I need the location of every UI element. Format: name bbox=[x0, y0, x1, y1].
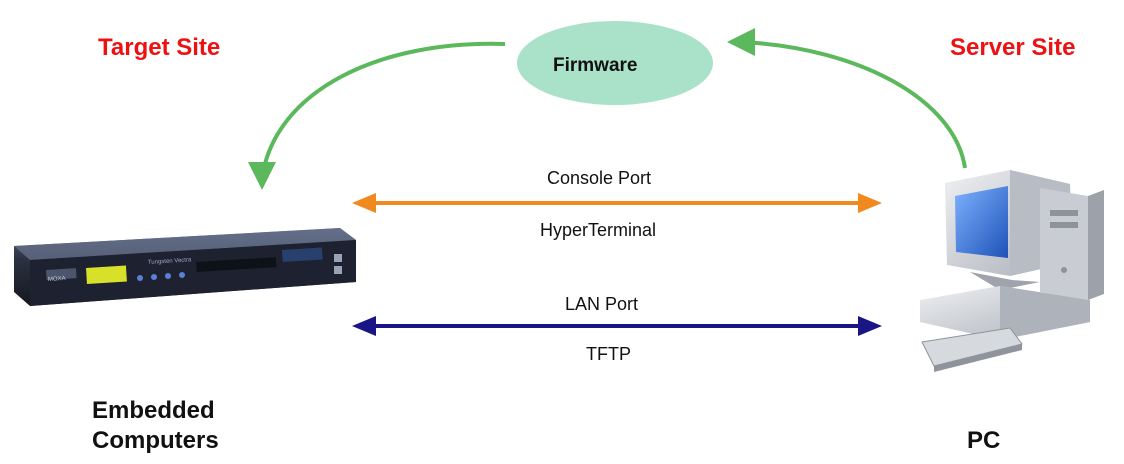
firmware-ellipse bbox=[517, 21, 713, 105]
svg-text:MOXA: MOXA bbox=[48, 276, 66, 283]
tftp-label: TFTP bbox=[586, 344, 631, 364]
embedded-computers-line2: Computers bbox=[92, 427, 219, 454]
server-site-label: Server Site bbox=[950, 34, 1076, 61]
embedded-computer-icon: MOXA Tungsten Vectra bbox=[14, 228, 356, 306]
target-site-label: Target Site bbox=[98, 34, 221, 61]
firmware-to-target-arrowhead bbox=[248, 162, 276, 190]
embedded-computers-label: Embedded Computers bbox=[92, 396, 219, 456]
firmware-to-target-arrow bbox=[260, 41, 506, 179]
lan-port-arrowhead-right bbox=[858, 316, 882, 336]
console-port-label: Console Port bbox=[547, 168, 652, 188]
lan-port-label: LAN Port bbox=[565, 294, 639, 314]
console-port-arrowhead-right bbox=[858, 193, 882, 213]
pc-monitor-screen bbox=[955, 186, 1008, 258]
firmware-label: Firmware bbox=[553, 55, 638, 76]
hyperterminal-label: HyperTerminal bbox=[540, 220, 657, 240]
svg-text:Tungsten Vectra: Tungsten Vectra bbox=[148, 257, 192, 266]
console-port-arrowhead-left bbox=[352, 193, 376, 213]
lan-port-arrowhead-left bbox=[352, 316, 376, 336]
device-lcd bbox=[86, 265, 127, 284]
pc-icon bbox=[920, 170, 1104, 372]
server-to-firmware-arrow bbox=[741, 40, 967, 169]
pc-label: PC bbox=[967, 427, 1001, 454]
embedded-computers-line1: Embedded bbox=[92, 397, 215, 424]
server-to-firmware-arrowhead bbox=[727, 28, 755, 56]
